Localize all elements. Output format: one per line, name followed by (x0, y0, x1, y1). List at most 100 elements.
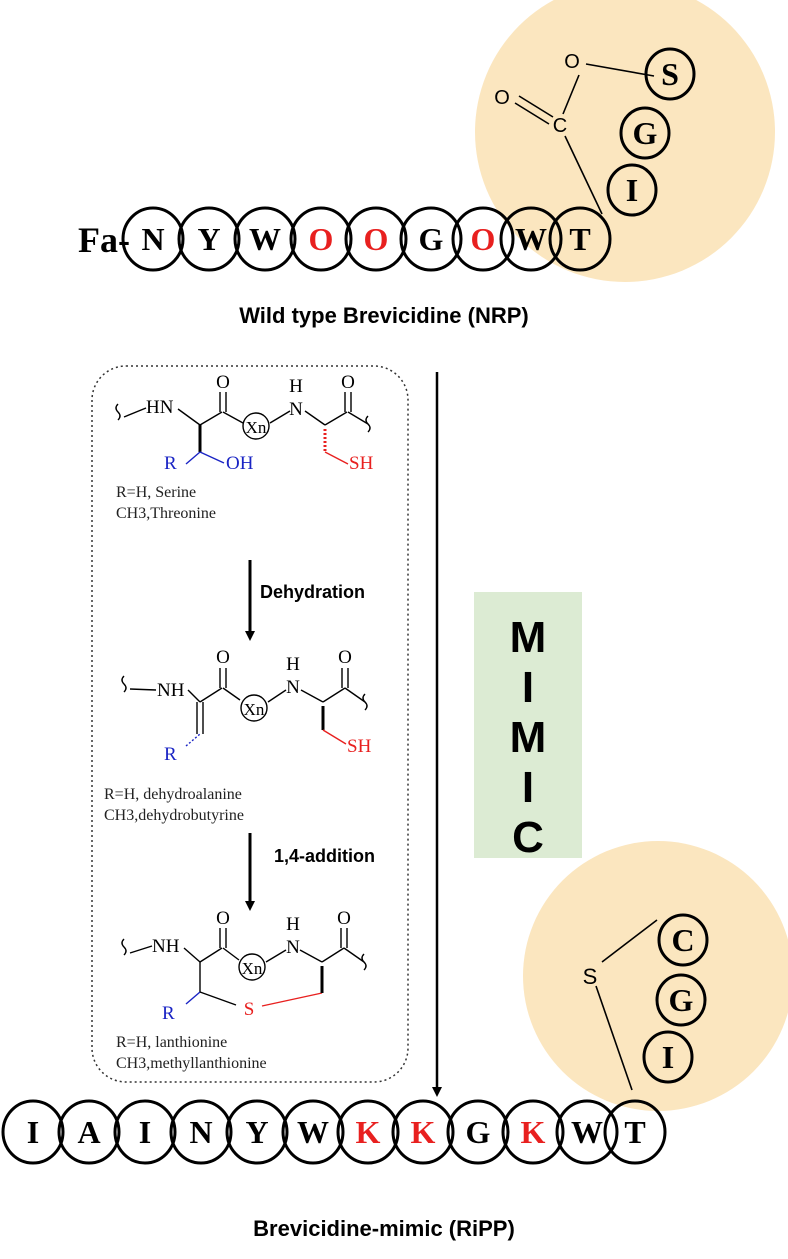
mimic-residue: K (391, 1099, 455, 1165)
s3-xn: Xn (242, 959, 263, 978)
s1-note-line1: R=H, Serine (116, 484, 196, 501)
wild-type-residue-letter: O (471, 221, 496, 257)
s2-r-group: R (164, 744, 177, 765)
mimic-residue-letter: W (297, 1114, 329, 1150)
mimic-residue-letter: T (624, 1114, 645, 1150)
structure-lanthionine: NH O Xn H N O R S R=H, lanthionine CH3,m… (116, 908, 367, 1072)
wild-type-ring-residues: IGS (606, 47, 696, 217)
mimic-residue: W (555, 1099, 619, 1165)
wild-type-residue: Y (177, 206, 241, 272)
mimic-residue-letter: A (77, 1114, 100, 1150)
mimic-residue-letter: W (571, 1114, 603, 1150)
mimic-ring-residue: I (642, 1030, 694, 1084)
addition-label: 1,4-addition (274, 846, 375, 866)
s1-r-group: R (164, 453, 177, 474)
mimic-label-letter: C (512, 813, 544, 862)
mimic-residue: I (1, 1099, 65, 1165)
s1-amine: HN (146, 397, 174, 418)
s3-thioether-sulfur: S (244, 999, 255, 1020)
wild-type-ring-residue: I (606, 163, 658, 217)
s3-note-line2: CH3,methyllanthionine (116, 1055, 267, 1072)
wild-type-residue-letter: T (569, 221, 590, 257)
s3-carbonyl-o1: O (216, 908, 230, 929)
wild-type-residue-letter: G (419, 221, 444, 257)
s3-h: H (286, 914, 300, 935)
s3-note-line1: R=H, lanthionine (116, 1034, 227, 1051)
mimic-thioether-linkage (595, 919, 658, 1091)
mimic-residue: I (113, 1099, 177, 1165)
wild-type-residue-letter: W (515, 221, 547, 257)
s3-r-group: R (162, 1003, 175, 1024)
mimic-ring-residue-letter: I (662, 1039, 674, 1075)
structure-dehydroamino-acid: NH O Xn H N O R SH R=H, dehydroalanine C… (104, 647, 372, 824)
s1-thiol: SH (349, 453, 374, 474)
wild-type-residue: O (289, 206, 353, 272)
wild-type-residue: T (548, 206, 612, 272)
wild-type-residue: W (499, 206, 563, 272)
wild-type-residue: O (344, 206, 408, 272)
s2-h: H (286, 654, 300, 675)
wild-type-ring-residue: G (619, 106, 671, 160)
mimic-label-letter: M (510, 613, 547, 662)
mimic-residue-letter: G (466, 1114, 491, 1150)
wild-type-residue: N (121, 206, 185, 272)
mimic-ring-residue-letter: G (669, 982, 694, 1018)
s1-carbonyl-o2: O (341, 372, 355, 393)
s1-h: H (289, 376, 303, 397)
wild-type-carbonyl-oxygen: O (494, 87, 510, 109)
mimic-ring-residue: G (655, 973, 707, 1027)
s1-note-line2: CH3,Threonine (116, 505, 216, 522)
wild-type-ring-residue-letter: G (633, 115, 658, 151)
mimic-ring-residue-letter: C (671, 922, 694, 958)
mimic-label-letter: I (522, 663, 534, 712)
wild-type-residue: G (399, 206, 463, 272)
wild-type-macrocycle-highlight (475, 0, 775, 282)
s2-thiol: SH (347, 736, 372, 757)
mimic-residue: T (603, 1099, 667, 1165)
mimic-residue: K (501, 1099, 565, 1165)
mimic-residue-letter: K (521, 1114, 546, 1150)
dehydration-label: Dehydration (260, 582, 365, 602)
wild-type-ring-residue-letter: I (626, 172, 638, 208)
mimic-residue-letter: Y (245, 1114, 268, 1150)
s3-amine: NH (152, 936, 180, 957)
s1-xn: Xn (246, 418, 267, 437)
wild-type-residue-letter: N (141, 221, 164, 257)
mechanism-scheme-box (91, 365, 409, 1083)
wild-type-ester-oxygen: O (564, 51, 580, 73)
s1-n: N (289, 399, 303, 420)
mimic-residue: W (281, 1099, 345, 1165)
mimic-residue-letter: K (356, 1114, 381, 1150)
s2-carbonyl-o2: O (338, 647, 352, 668)
wild-type-ester-linkage (514, 63, 655, 215)
mimic-ring-residues: IGC (642, 913, 709, 1084)
mimic-residue: A (57, 1099, 121, 1165)
mimic-residue-letter: K (411, 1114, 436, 1150)
s3-carbonyl-o2: O (337, 908, 351, 929)
fatty-acid-prefix: Fa- (78, 220, 130, 260)
s1-hydroxyl: OH (226, 453, 254, 474)
mimic-residue-letter: I (139, 1114, 151, 1150)
structure-serine-threonine: HN O Xn H N O R OH SH R=H, Serine CH3,Th… (115, 372, 374, 522)
mimic-residue: K (336, 1099, 400, 1165)
mimic-residue: N (169, 1099, 233, 1165)
wild-type-residue-letter: W (249, 221, 281, 257)
mimic-macrocycle-highlight (523, 841, 788, 1111)
mimic-label-letter: I (522, 763, 534, 812)
wild-type-residue-letter: Y (197, 221, 220, 257)
mimic-residue-letter: N (189, 1114, 212, 1150)
mimic-label-letter: M (510, 713, 547, 762)
s2-carbonyl-o1: O (216, 647, 230, 668)
mimic-label-box (474, 592, 582, 858)
mimic-ring-residue: C (657, 913, 709, 967)
s2-note-line1: R=H, dehydroalanine (104, 786, 242, 803)
s3-n: N (286, 937, 300, 958)
s2-n: N (286, 677, 300, 698)
wild-type-residue-letter: O (364, 221, 389, 257)
wild-type-residue-letter: O (309, 221, 334, 257)
mimic-caption: Brevicidine-mimic (RiPP) (253, 1216, 515, 1241)
s2-xn: Xn (244, 700, 265, 719)
mimic-residue: G (446, 1099, 510, 1165)
